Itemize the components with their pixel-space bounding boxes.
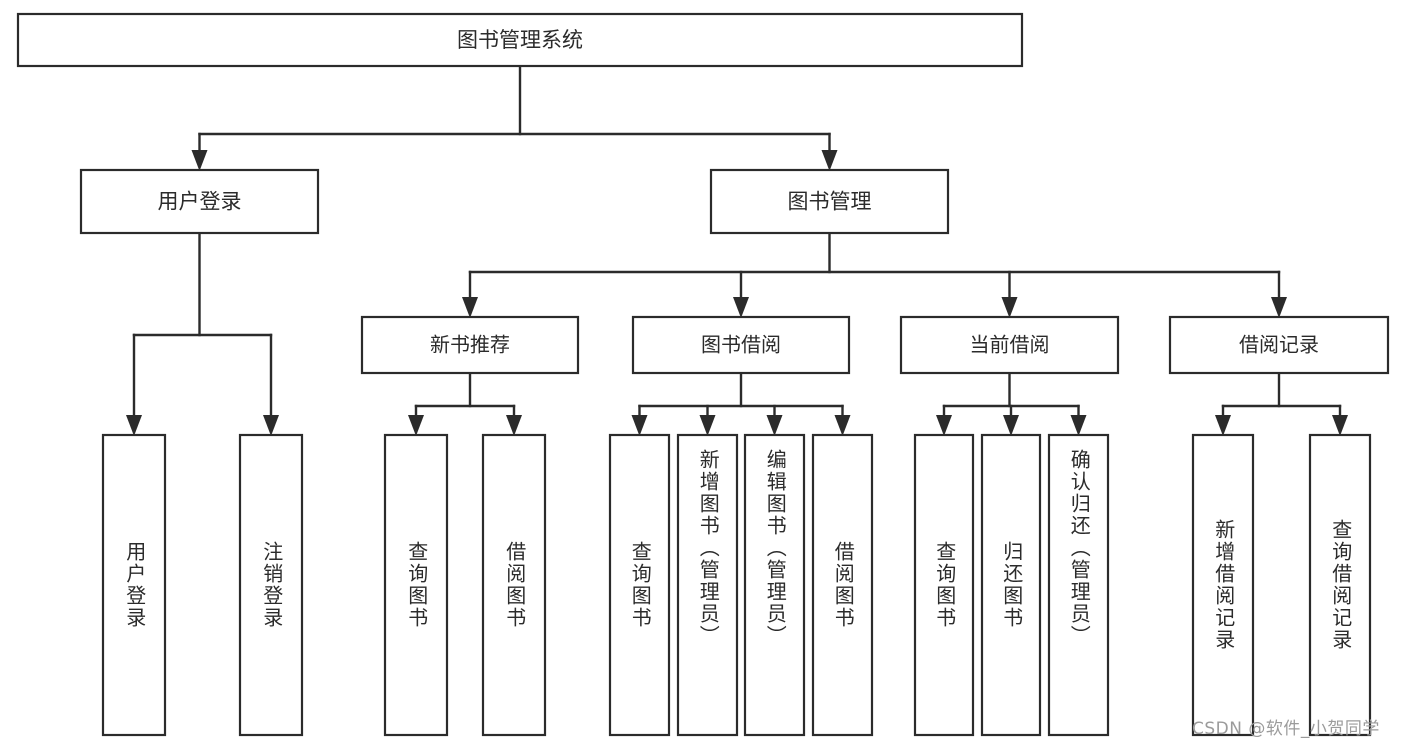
connector-group bbox=[462, 231, 1287, 318]
node-box-current-borrow[interactable] bbox=[899, 315, 1120, 375]
arrow-head-icon bbox=[631, 415, 648, 436]
node-boxes-layer bbox=[16, 12, 1390, 737]
node-box-leaf-borrow-book[interactable] bbox=[811, 433, 874, 737]
connector-group bbox=[1215, 371, 1348, 436]
node-box-leaf-query-book-current[interactable] bbox=[913, 433, 975, 737]
connector-group bbox=[126, 231, 279, 436]
arrow-head-icon bbox=[1070, 415, 1087, 436]
arrow-head-icon bbox=[191, 150, 208, 171]
node-box-leaf-logout[interactable] bbox=[238, 433, 304, 737]
node-box-borrow-record[interactable] bbox=[1168, 315, 1390, 375]
node-box-leaf-query-book-recommend[interactable] bbox=[383, 433, 449, 737]
arrow-head-icon bbox=[263, 415, 279, 436]
arrow-head-icon bbox=[506, 415, 522, 436]
arrow-head-icon bbox=[699, 415, 716, 436]
node-box-leaf-query-book-borrow[interactable] bbox=[608, 433, 671, 737]
node-box-new-book-recommend[interactable] bbox=[360, 315, 580, 375]
arrow-head-icon bbox=[766, 415, 783, 436]
arrow-head-icon bbox=[126, 415, 142, 436]
arrow-head-icon bbox=[1215, 415, 1231, 436]
arrow-head-icon bbox=[936, 415, 952, 436]
arrow-head-icon bbox=[1271, 297, 1287, 318]
node-box-leaf-query-borrow-record[interactable] bbox=[1308, 433, 1372, 737]
node-box-leaf-add-book-admin[interactable] bbox=[676, 433, 739, 737]
arrow-head-icon bbox=[1001, 297, 1018, 318]
node-label-borrow-record: 借阅记录 bbox=[1239, 333, 1319, 357]
node-box-leaf-edit-book-admin[interactable] bbox=[743, 433, 806, 737]
arrow-head-icon bbox=[834, 415, 851, 436]
arrow-head-icon bbox=[733, 297, 749, 318]
node-label-user-login: 用户登录 bbox=[158, 190, 242, 214]
node-box-user-login[interactable] bbox=[79, 168, 320, 235]
arrow-head-icon bbox=[1332, 415, 1348, 436]
node-box-book-borrow[interactable] bbox=[631, 315, 851, 375]
connector-group bbox=[191, 64, 838, 171]
node-box-leaf-return-book[interactable] bbox=[980, 433, 1042, 737]
node-box-book-manage[interactable] bbox=[709, 168, 950, 235]
node-box-leaf-user-login[interactable] bbox=[101, 433, 167, 737]
arrow-head-icon bbox=[1003, 415, 1019, 436]
node-box-leaf-add-borrow-record[interactable] bbox=[1191, 433, 1255, 737]
node-label-new-book-recommend: 新书推荐 bbox=[430, 333, 510, 357]
node-label-current-borrow: 当前借阅 bbox=[970, 333, 1050, 357]
watermark-text: CSDN @软件_小贺同学 bbox=[1192, 719, 1380, 739]
node-label-book-borrow: 图书借阅 bbox=[701, 333, 781, 357]
node-label-book-manage: 图书管理 bbox=[788, 190, 872, 214]
arrow-head-icon bbox=[408, 415, 424, 436]
node-box-leaf-confirm-return-admin[interactable] bbox=[1047, 433, 1110, 737]
connectors-layer bbox=[126, 64, 1348, 436]
connector-group bbox=[936, 371, 1087, 436]
connector-group bbox=[631, 371, 851, 436]
connector-group bbox=[408, 371, 522, 436]
arrow-head-icon bbox=[462, 297, 478, 318]
node-box-leaf-borrow-book-recommend[interactable] bbox=[481, 433, 547, 737]
arrow-head-icon bbox=[821, 150, 838, 171]
node-label-root: 图书管理系统 bbox=[457, 28, 583, 52]
node-box-root[interactable] bbox=[16, 12, 1024, 68]
